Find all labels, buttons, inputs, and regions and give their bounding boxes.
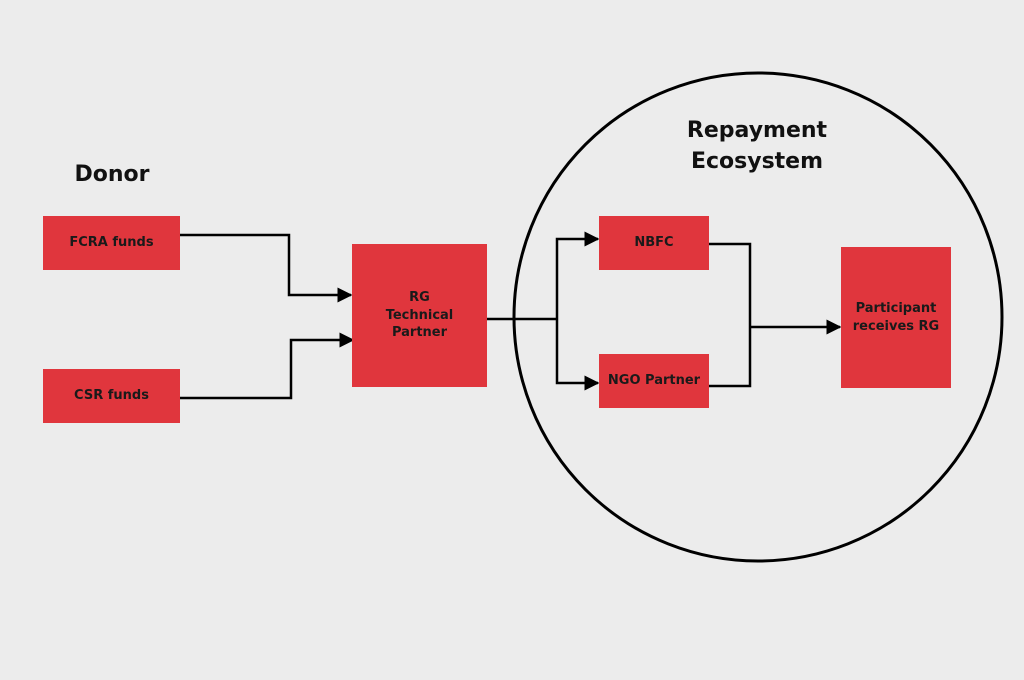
participant-receives-rg-box: Participant receives RG bbox=[841, 247, 951, 388]
csr-funds-label: CSR funds bbox=[74, 388, 149, 404]
nbfc-box: NBFC bbox=[599, 216, 709, 270]
fcra-to-rg-connector bbox=[180, 233, 353, 303]
fcra-funds-label: FCRA funds bbox=[69, 235, 154, 251]
fcra-funds-box: FCRA funds bbox=[43, 216, 180, 270]
donor-heading-text: Donor bbox=[74, 162, 150, 187]
rg-technical-partner-label: RG Technical Partner bbox=[385, 290, 454, 341]
ecosystem-heading-line2: Ecosystem bbox=[690, 148, 824, 174]
ngo-partner-box: NGO Partner bbox=[599, 354, 709, 408]
csr-funds-box: CSR funds bbox=[43, 369, 180, 423]
ecosystem-heading-line1: Repayment bbox=[686, 118, 828, 143]
repayment-ecosystem-circle bbox=[512, 71, 1004, 563]
rg-technical-partner-box: RG Technical Partner bbox=[352, 244, 487, 387]
ngo-partner-label: NGO Partner bbox=[607, 373, 701, 389]
donor-heading: Donor bbox=[62, 162, 162, 187]
rg-to-ngo-connector bbox=[555, 319, 600, 391]
repayment-ecosystem-heading: Repayment Ecosystem bbox=[662, 116, 852, 178]
nbfc-to-junction-connector bbox=[709, 242, 752, 388]
participant-receives-rg-label: Participant receives RG bbox=[852, 300, 940, 334]
rg-to-nbfc-connector bbox=[555, 231, 600, 319]
nbfc-label: NBFC bbox=[634, 235, 674, 251]
csr-to-rg-connector bbox=[180, 332, 355, 400]
